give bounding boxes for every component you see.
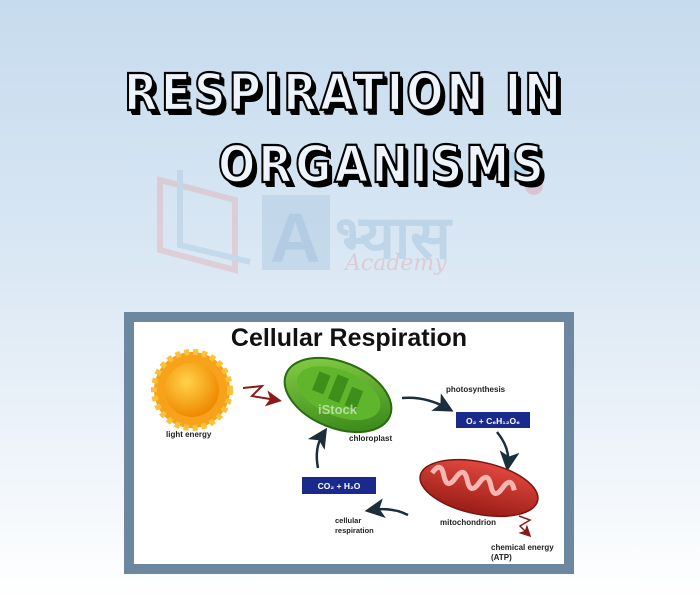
arrow-to-reactants [364, 498, 409, 519]
label-light-energy: light energy [166, 430, 212, 439]
chloroplast-icon [283, 356, 393, 434]
arrow-to-chloroplast [307, 427, 328, 469]
logo-tm: TM [527, 142, 539, 151]
logo-sub: Academy [343, 251, 447, 276]
label-chemical-energy: chemical energy [491, 543, 554, 552]
label-respiration: respiration [335, 526, 374, 535]
label-photosynthesis: photosynthesis [446, 385, 506, 394]
formula-reactants: CO₂ + H₂O [318, 481, 361, 491]
sun-icon [151, 349, 233, 431]
logo-letter: A [270, 199, 321, 277]
logo-hindi: भ्यास [335, 203, 453, 273]
mitochondrion-icon [419, 458, 539, 518]
label-atp: (ATP) [491, 553, 512, 562]
formula-box-products [456, 412, 530, 428]
stock-watermark: iStock [318, 402, 358, 417]
arrow-to-mitochondrion [496, 431, 520, 472]
formula-box-reactants [302, 477, 376, 494]
arrow-light-to-chloroplast [242, 384, 282, 407]
label-cellular: cellular [335, 516, 361, 525]
book-icon [157, 176, 238, 274]
slide-title-line2: ORGANISMS [217, 135, 547, 196]
arrow-to-products [401, 393, 454, 412]
slide-title-line1: RESPIRATION IN [123, 63, 564, 124]
label-mitochondrion: mitochondrion [440, 518, 496, 527]
diagram-title: Cellular Respiration [231, 324, 467, 352]
arrow-to-atp [518, 515, 532, 538]
label-chloroplast: chloroplast [349, 434, 392, 443]
formula-products: O₂ + C₆H₁₂O₆ [466, 416, 520, 426]
